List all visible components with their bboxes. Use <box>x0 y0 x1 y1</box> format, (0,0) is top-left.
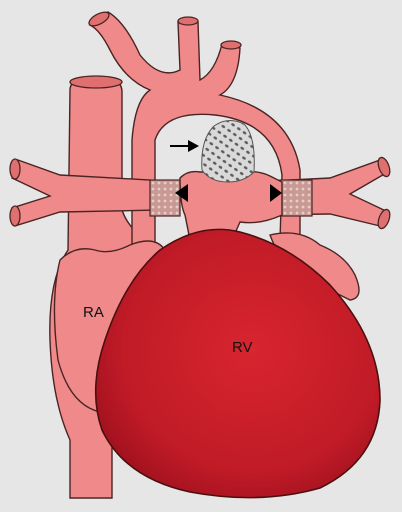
left-pa-band <box>149 179 181 217</box>
right-ventricle <box>94 228 381 499</box>
pulmonary-trunk <box>179 170 283 241</box>
triangle-icon-left <box>175 184 188 202</box>
brachiocephalic-opening <box>88 11 110 27</box>
carotid-opening <box>177 16 199 26</box>
rpa-opening-lower <box>377 208 391 230</box>
lpa-opening-lower <box>9 205 21 227</box>
right-pa-band <box>279 179 313 217</box>
svc-opening <box>69 75 123 89</box>
lpa-opening-upper <box>9 158 21 180</box>
rpa-opening-upper <box>377 156 391 178</box>
triangle-icon-right <box>270 184 282 202</box>
ductal-stent <box>201 120 255 183</box>
rv-label: RV <box>232 339 253 356</box>
ra-label: RA <box>83 304 104 321</box>
subclavian-opening <box>220 40 242 50</box>
arrow-icon <box>170 140 199 152</box>
left-pulmonary-artery <box>11 159 161 226</box>
